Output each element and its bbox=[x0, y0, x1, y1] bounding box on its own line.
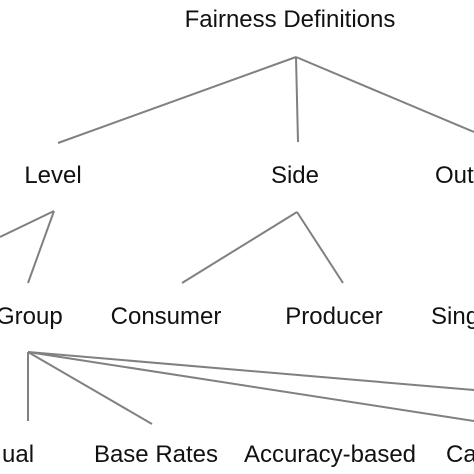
node-root: Fairness Definitions bbox=[185, 6, 396, 33]
node-out: Out bbox=[435, 162, 474, 189]
edge-group-base-rates bbox=[27, 351, 153, 425]
edge-side-consumer bbox=[181, 211, 298, 284]
node-level: Level bbox=[24, 162, 81, 189]
node-accuracy-based: Accuracy-based bbox=[244, 441, 416, 468]
edge-group-ca bbox=[27, 351, 474, 391]
edge-root-side bbox=[295, 56, 299, 143]
edge-level-left bbox=[0, 210, 55, 238]
node-consumer: Consumer bbox=[111, 303, 222, 330]
edge-root-level bbox=[57, 56, 297, 144]
node-base-rates: Base Rates bbox=[94, 441, 218, 468]
edge-root-out bbox=[295, 56, 474, 133]
node-group: Group bbox=[0, 303, 63, 330]
node-producer: Producer bbox=[285, 303, 382, 330]
node-ca: Ca bbox=[446, 441, 474, 468]
node-side: Side bbox=[271, 162, 319, 189]
edge-side-producer bbox=[296, 211, 344, 284]
edge-level-group bbox=[27, 210, 55, 284]
node-sing: Sing bbox=[431, 303, 474, 330]
edge-group-accuracy bbox=[27, 351, 474, 422]
node-ual: ual bbox=[2, 441, 34, 468]
